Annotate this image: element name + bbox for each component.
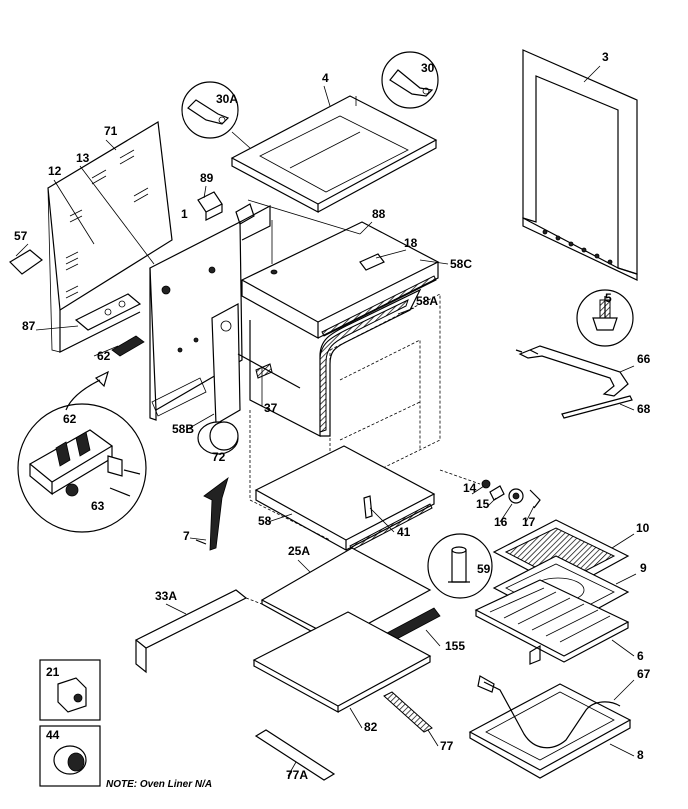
part-label-30: 30 xyxy=(421,61,435,75)
part-66-bake-element xyxy=(515,345,629,397)
part-label-62a: 62 xyxy=(97,349,111,363)
part-label-77: 77 xyxy=(440,739,454,753)
part-87-bracket xyxy=(74,293,142,331)
part-label-58: 58 xyxy=(258,514,272,528)
part-label-44: 44 xyxy=(46,728,60,742)
part-59-callout xyxy=(427,533,493,599)
part-77-trim xyxy=(383,691,433,733)
part-10-broiler-grid xyxy=(492,519,630,591)
part-label-87: 87 xyxy=(22,319,36,333)
part-label-58b: 58B xyxy=(172,422,194,436)
part-label-18: 18 xyxy=(404,236,418,250)
part-label-14: 14 xyxy=(463,481,477,495)
part-21-inset xyxy=(39,659,101,721)
part-label-72: 72 xyxy=(212,450,226,464)
part-label-13: 13 xyxy=(76,151,90,165)
part-30a-callout xyxy=(181,81,251,149)
part-label-10: 10 xyxy=(636,521,650,535)
part-label-71: 71 xyxy=(104,124,118,138)
part-label-89: 89 xyxy=(200,171,214,185)
part-label-16: 16 xyxy=(494,515,508,529)
part-62-63-callout xyxy=(17,370,147,533)
part-58a-oven-wrap xyxy=(249,288,441,541)
part-label-15: 15 xyxy=(476,497,490,511)
part-label-4: 4 xyxy=(322,71,329,85)
part-label-63: 63 xyxy=(91,499,105,513)
part-4-cooktop-frame xyxy=(230,95,438,214)
part-label-12: 12 xyxy=(48,164,62,178)
part-82-bottom-panel xyxy=(252,611,432,714)
part-label-33a: 33A xyxy=(155,589,177,603)
part-label-37: 37 xyxy=(264,401,278,415)
part-label-1: 1 xyxy=(181,207,188,221)
part-label-62b: 62 xyxy=(63,412,77,426)
part-label-58a: 58A xyxy=(416,294,438,308)
part-44-inset xyxy=(39,725,101,787)
part-30-callout xyxy=(381,51,439,109)
part-label-58c: 58C xyxy=(450,257,472,271)
part-label-41: 41 xyxy=(397,525,411,539)
oven-liner-note: NOTE: Oven Liner N/A xyxy=(106,779,212,790)
part-8-bottom-pan xyxy=(468,683,632,779)
part-14-17-light-assembly xyxy=(439,469,541,509)
part-62-terminal-block xyxy=(111,335,145,357)
part-label-9: 9 xyxy=(640,561,647,575)
part-37-sensor xyxy=(237,353,301,389)
part-label-17: 17 xyxy=(522,515,536,529)
part-5-leveler-callout xyxy=(576,289,634,347)
part-label-30a: 30A xyxy=(216,92,238,106)
part-label-8: 8 xyxy=(637,748,644,762)
part-label-67: 67 xyxy=(637,667,651,681)
part-77a-kick-panel xyxy=(254,729,336,781)
part-68-bracket xyxy=(561,395,633,419)
part-58b-front-frame xyxy=(211,303,241,426)
part-label-25a: 25A xyxy=(288,544,310,558)
part-6-oven-rack xyxy=(474,579,630,665)
part-88-wire xyxy=(247,199,361,264)
part-label-6: 6 xyxy=(637,649,644,663)
part-57-plate xyxy=(9,249,43,275)
part-58c-oven-top xyxy=(240,221,440,340)
part-label-7: 7 xyxy=(183,529,190,543)
leader-lines xyxy=(15,65,637,777)
part-67-bake-element xyxy=(477,675,621,749)
part-label-68: 68 xyxy=(637,402,651,416)
part-58-oven-bottom xyxy=(254,445,436,552)
part-label-3: 3 xyxy=(602,50,609,64)
part-label-82: 82 xyxy=(364,720,378,734)
part-label-88: 88 xyxy=(372,207,386,221)
part-7-latch xyxy=(195,476,229,551)
part-72-insulation-roll xyxy=(197,421,239,455)
part-label-5: 5 xyxy=(605,291,612,305)
part-label-66: 66 xyxy=(637,352,651,366)
part-71-back-panel xyxy=(47,121,173,353)
part-33a-drawer-front xyxy=(134,589,263,674)
part-label-21: 21 xyxy=(46,665,60,679)
part-label-59: 59 xyxy=(477,562,491,576)
part-3-door-frame xyxy=(522,49,638,281)
part-label-57: 57 xyxy=(14,229,28,243)
part-label-155: 155 xyxy=(445,639,465,653)
part-label-77a: 77A xyxy=(286,768,308,782)
